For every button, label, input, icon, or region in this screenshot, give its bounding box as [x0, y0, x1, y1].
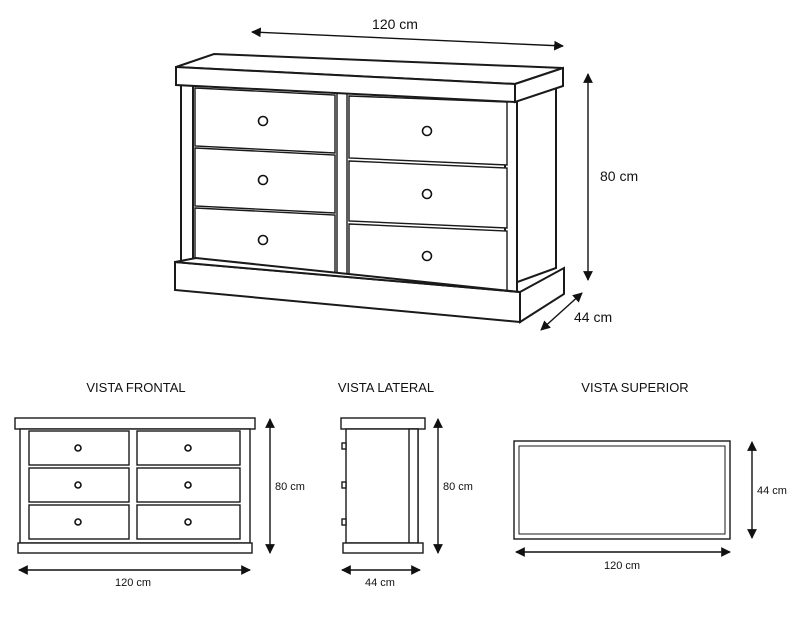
width-dimension-line [251, 27, 564, 51]
width-label: 120 cm [372, 16, 418, 32]
perspective-view: 120 cm 80 cm 44 cm [174, 16, 638, 331]
knob-icon [184, 518, 192, 526]
knob-icon [421, 188, 433, 200]
front-view-title: VISTA FRONTAL [86, 380, 185, 395]
knob-icon [184, 481, 192, 489]
center-divider [336, 89, 348, 279]
top-view: VISTA SUPERIOR 120 cm 44 cm [513, 380, 787, 572]
top-outline [513, 440, 731, 540]
front-width-label: 120 cm [115, 577, 151, 589]
base-top-edge [174, 256, 521, 293]
side-height-label: 80 cm [443, 481, 473, 493]
left-pilaster [180, 83, 194, 263]
side-body [345, 428, 419, 544]
side-panel [511, 83, 557, 286]
top-depth-label: 44 cm [757, 485, 787, 497]
top-slab-side [514, 66, 564, 104]
side-knob-icon [341, 518, 347, 526]
knob-icon [257, 234, 269, 246]
top-width-label: 120 cm [604, 560, 640, 572]
knob-icon [74, 518, 82, 526]
top-view-title: VISTA SUPERIOR [581, 380, 688, 395]
side-top [340, 417, 426, 430]
knob-icon [74, 481, 82, 489]
knob-icon [421, 250, 433, 262]
knob-icon [257, 174, 269, 186]
side-depth-label: 44 cm [365, 577, 395, 589]
top-inner-edge [518, 445, 726, 535]
front-height-label: 80 cm [275, 481, 305, 493]
side-pilaster [408, 428, 419, 544]
front-top [14, 417, 256, 430]
side-knob-icon [341, 481, 347, 489]
knob-icon [257, 115, 269, 127]
side-knob-icon [341, 442, 347, 450]
height-label: 80 cm [600, 168, 638, 184]
front-base [17, 542, 253, 554]
front-view: VISTA FRONTAL 120 cm 80 cm [14, 380, 305, 589]
knob-icon [184, 444, 192, 452]
depth-label: 44 cm [574, 309, 612, 325]
side-base [342, 542, 424, 554]
side-view: VISTA LATERAL 44 cm 80 cm [338, 380, 473, 589]
side-view-title: VISTA LATERAL [338, 380, 434, 395]
knob-icon [421, 125, 433, 137]
knob-icon [74, 444, 82, 452]
depth-dimension-line [540, 292, 583, 331]
